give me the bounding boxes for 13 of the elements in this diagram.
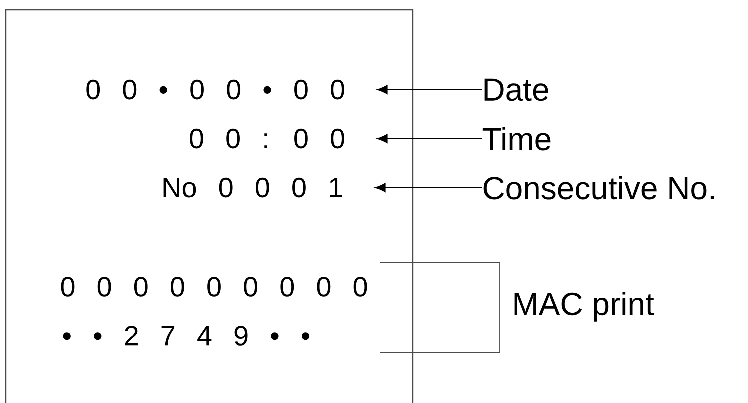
printed-date: 0 0 • 0 0 • 0 0 [86,80,344,100]
arrow [375,183,482,192]
printed-mac-digits: 0 0 0 0 0 0 0 0 0 [61,277,368,297]
printed-time: 0 0 : 0 0 [190,128,344,149]
callout-label: Time [482,127,551,151]
receipt-paper [5,9,414,403]
callout-label: Date [484,78,548,102]
callout-label: MAC print [514,292,654,322]
printed-mac-code: • • 2 7 4 9 • • [63,326,310,346]
callout-label: Consecutive No. [484,176,714,200]
arrow [377,85,482,94]
arrow [377,134,482,144]
printed-number: No 0 0 0 1 [164,178,342,198]
